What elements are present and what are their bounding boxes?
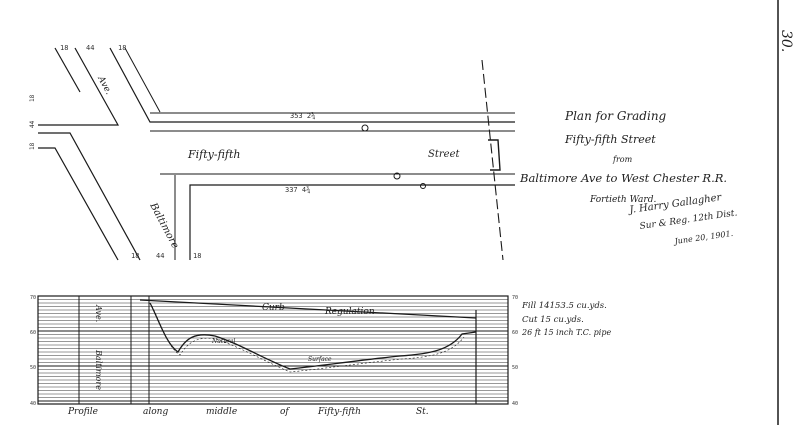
natural-surface-hatch <box>151 305 465 373</box>
width-top-right: 18 <box>118 44 126 52</box>
profile-view: Curb Regulation Natural Surface Ave. Bal… <box>30 295 611 417</box>
left-edge-2: 44 <box>29 120 36 128</box>
plan-view: 353 2¾ 337 4¾ Fifty-fifth Street Ave. Ba… <box>29 44 515 261</box>
pipe-note: 26 ft 15 inch T.C. pipe <box>521 328 611 337</box>
curb-regulation-line <box>139 299 477 319</box>
elevation-60-left: 60 <box>30 330 36 336</box>
width-top-mid: 44 <box>86 44 94 52</box>
natural-label: Natural <box>211 338 236 345</box>
title-line-4: Baltimore Ave to West Chester R.R. <box>519 171 727 185</box>
baltimore-ave-label-top: Ave. <box>95 74 113 97</box>
width-bot-right: 18 <box>193 252 201 260</box>
curb-label: Curb <box>262 303 285 313</box>
cut-note: Cut 15 cu.yds. <box>522 315 584 325</box>
profile-caption-st: St. <box>416 407 429 417</box>
width-bot-mid: 44 <box>156 252 164 260</box>
baltimore-ave-left-lower-2 <box>38 147 119 261</box>
elevation-70-right: 70 <box>512 295 518 301</box>
inlet-marker <box>361 124 369 132</box>
elevation-70-left: 70 <box>30 295 36 301</box>
inlet-marker <box>393 172 401 180</box>
profile-ave-label: Ave. <box>94 304 103 322</box>
elevation-40-right: 40 <box>512 401 518 407</box>
baltimore-ave-right-curb-top-inner <box>124 47 161 113</box>
profile-grid <box>38 299 508 402</box>
profile-caption-street: Fifty-fifth <box>317 407 361 417</box>
dimension-top: 353 2¾ <box>290 112 315 120</box>
street-end-bracket <box>488 139 501 171</box>
fill-note: Fill 14153.5 cu.yds. <box>521 301 607 311</box>
profile-baltimore-label: Baltimore <box>94 349 103 390</box>
title-line-5: Fortieth Ward. <box>589 195 656 205</box>
regulation-label: Regulation <box>324 307 375 317</box>
elevation-40-left: 40 <box>30 401 36 407</box>
inlet-marker <box>420 183 426 189</box>
baltimore-ave-right-curb-top <box>109 47 515 123</box>
railroad-dashed-line <box>481 59 504 261</box>
profile-caption-of: of <box>280 407 290 417</box>
elevation-60-right: 60 <box>512 330 518 336</box>
dimension-bottom: 337 4¾ <box>285 186 310 194</box>
baltimore-ave-left-curb-2 <box>38 47 120 126</box>
elevation-50-left: 50 <box>30 365 36 371</box>
profile-caption-along: along <box>143 407 168 417</box>
page-number: 30. <box>778 30 794 52</box>
street-label-fifty-fifth: Fifty-fifth <box>187 148 241 161</box>
profile-caption-middle: middle <box>206 407 237 417</box>
width-top-left: 18 <box>60 44 68 52</box>
natural-surface-line <box>149 302 477 370</box>
width-bot-left: 18 <box>131 252 139 260</box>
title-block: Plan for Grading Fifty-fifth Street from… <box>519 109 738 246</box>
title-line-1: Plan for Grading <box>564 109 667 123</box>
title-line-2: Fifty-fifth Street <box>564 133 656 146</box>
left-edge-3: 18 <box>29 142 36 150</box>
baltimore-ave-right-curb-bottom <box>189 184 515 260</box>
left-edge-1: 18 <box>29 94 36 102</box>
street-label-street: Street <box>428 149 460 160</box>
baltimore-ave-left-lower <box>38 132 141 261</box>
profile-frame <box>37 295 509 405</box>
signature-date: June 20, 1901. <box>672 229 734 246</box>
profile-caption-profile: Profile <box>67 407 98 417</box>
surface-label: Surface <box>308 356 332 363</box>
elevation-50-right: 50 <box>512 365 518 371</box>
baltimore-ave-left-curb <box>54 47 81 93</box>
title-line-3: from <box>612 155 633 164</box>
